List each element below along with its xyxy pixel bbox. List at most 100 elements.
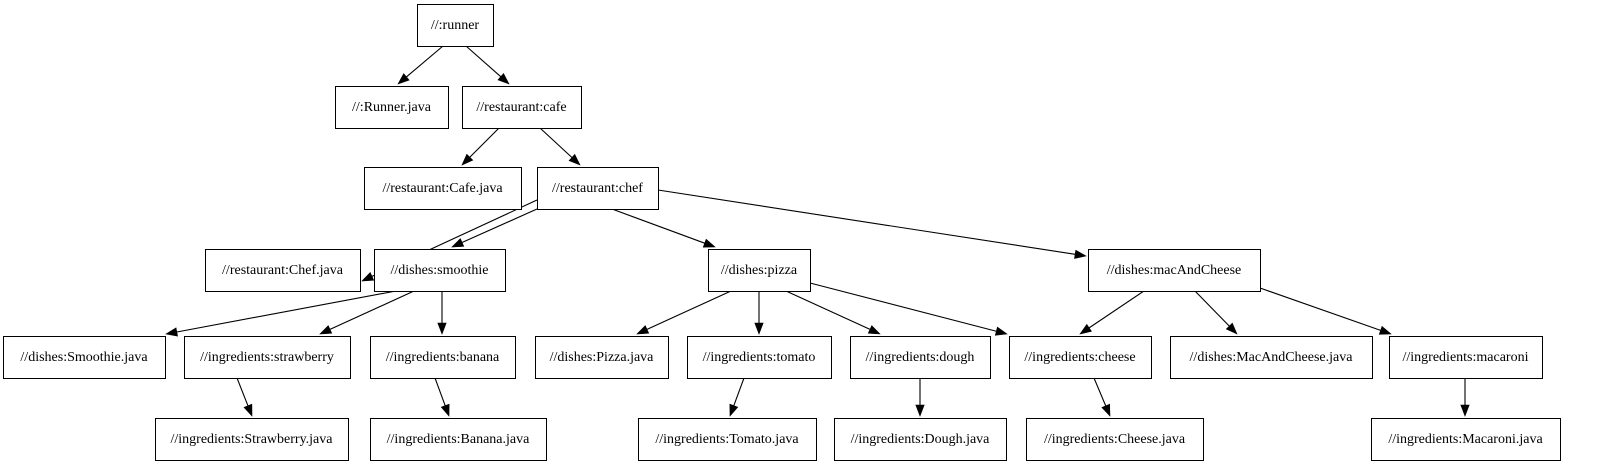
arrowhead-icon (1225, 322, 1238, 335)
node-ing_dough[interactable]: //ingredients:dough (850, 336, 991, 379)
node-cheese_java[interactable]: //ingredients:Cheese.java (1026, 418, 1204, 461)
edge-line (406, 45, 444, 78)
node-dishes_pizza[interactable]: //dishes:pizza (708, 249, 811, 292)
arrowhead-icon (915, 404, 925, 417)
node-label: //ingredients:macaroni (1403, 350, 1529, 365)
node-label: //restaurant:Chef.java (222, 263, 344, 278)
edge-dishes_macandcheese-to-macandcheese_java (1194, 290, 1238, 335)
node-box[interactable] (1389, 336, 1543, 379)
edge-restaurant_chef-to-dishes_pizza (611, 208, 716, 248)
node-box[interactable] (1371, 418, 1561, 461)
node-label: //ingredients:Macaroni.java (1388, 432, 1543, 447)
node-ing_macaroni[interactable]: //ingredients:macaroni (1389, 336, 1543, 379)
node-box[interactable] (1026, 418, 1204, 461)
arrowhead-icon (361, 272, 375, 282)
node-dishes_macandcheese[interactable]: //dishes:macAndCheese (1088, 249, 1261, 292)
node-box[interactable] (205, 249, 361, 292)
edge-runner-to-runner_java (397, 45, 444, 85)
node-ing_banana[interactable]: //ingredients:banana (370, 336, 516, 379)
edge-line (1088, 290, 1145, 329)
node-box[interactable] (370, 336, 516, 379)
edge-restaurant_cafe-to-restaurant_chef (539, 127, 581, 166)
node-box[interactable] (535, 336, 669, 379)
edge-ing_strawberry-to-strawberry_java (236, 377, 253, 417)
node-pizza_java[interactable]: //dishes:Pizza.java (535, 336, 669, 379)
node-label: //dishes:macAndCheese (1107, 263, 1242, 278)
node-macandcheese_java[interactable]: //dishes:MacAndCheese.java (1170, 336, 1373, 379)
node-label: //dishes:Smoothie.java (20, 350, 148, 365)
edge-line (1093, 377, 1107, 407)
arrowhead-icon (451, 238, 465, 248)
node-runner[interactable]: //:runner (417, 4, 494, 47)
node-box[interactable] (335, 86, 449, 129)
edge-line (1259, 287, 1381, 331)
edge-line (657, 189, 1076, 255)
node-box[interactable] (370, 418, 547, 461)
edge-dishes_pizza-to-ing_dough (785, 290, 881, 335)
node-box[interactable] (374, 249, 506, 292)
node-tomato_java[interactable]: //ingredients:Tomato.java (638, 418, 817, 461)
node-ing_cheese[interactable]: //ingredients:cheese (1009, 336, 1152, 379)
node-box[interactable] (1009, 336, 1152, 379)
node-runner_java[interactable]: //:Runner.java (335, 86, 449, 129)
arrowhead-icon (1101, 403, 1111, 417)
node-dough_java[interactable]: //ingredients:Dough.java (834, 418, 1007, 461)
node-restaurant_chef[interactable]: //restaurant:chef (537, 167, 659, 210)
edges-layer (165, 45, 1470, 417)
arrowhead-icon (729, 403, 739, 417)
node-box[interactable] (364, 167, 522, 210)
node-box[interactable] (155, 418, 349, 461)
edge-runner-to-restaurant_cafe (465, 45, 510, 85)
node-banana_java[interactable]: //ingredients:Banana.java (370, 418, 547, 461)
edge-dishes_pizza-to-pizza_java (636, 290, 732, 335)
edge-line (733, 377, 745, 406)
edge-line (1194, 290, 1230, 327)
node-box[interactable] (708, 249, 811, 292)
node-restaurant_cafe[interactable]: //restaurant:cafe (462, 86, 582, 129)
node-label: //ingredients:cheese (1024, 350, 1135, 365)
node-macaroni_java[interactable]: //ingredients:Macaroni.java (1371, 418, 1561, 461)
edge-line (539, 127, 573, 158)
node-label: //dishes:smoothie (391, 263, 489, 278)
node-box[interactable] (850, 336, 991, 379)
node-chef_java[interactable]: //restaurant:Chef.java (205, 249, 361, 292)
arrowhead-icon (497, 73, 510, 85)
node-ing_strawberry[interactable]: //ingredients:strawberry (184, 336, 351, 379)
edge-line (809, 282, 997, 332)
node-box[interactable] (1170, 336, 1373, 379)
arrowhead-icon (437, 322, 447, 335)
node-label: //ingredients:Tomato.java (655, 432, 799, 447)
edge-line (785, 290, 871, 330)
arrowhead-icon (397, 73, 410, 85)
edge-restaurant_cafe-to-cafe_java (461, 127, 500, 166)
node-box[interactable] (687, 336, 832, 379)
arrowhead-icon (165, 327, 178, 337)
node-box[interactable] (3, 336, 166, 379)
node-label: //ingredients:banana (386, 350, 500, 365)
node-strawberry_java[interactable]: //ingredients:Strawberry.java (155, 418, 349, 461)
node-box[interactable] (184, 336, 351, 379)
node-box[interactable] (537, 167, 659, 210)
edge-ing_banana-to-banana_java (434, 377, 450, 417)
arrowhead-icon (568, 153, 581, 166)
edge-dishes_pizza-to-ing_tomato (754, 291, 764, 335)
edge-ing_dough-to-dough_java (915, 378, 925, 417)
edge-ing_cheese-to-cheese_java (1093, 377, 1111, 417)
node-ing_tomato[interactable]: //ingredients:tomato (687, 336, 832, 379)
node-label: //ingredients:Strawberry.java (171, 432, 334, 447)
node-box[interactable] (638, 418, 817, 461)
node-label: //ingredients:Banana.java (387, 432, 530, 447)
arrowhead-icon (440, 403, 450, 417)
arrowhead-icon (243, 403, 253, 417)
node-box[interactable] (834, 418, 1007, 461)
node-cafe_java[interactable]: //restaurant:Cafe.java (364, 167, 522, 210)
edge-dishes_smoothie-to-ing_banana (437, 291, 447, 335)
node-smoothie_java[interactable]: //dishes:Smoothie.java (3, 336, 166, 379)
node-box[interactable] (417, 4, 494, 47)
node-dishes_smoothie[interactable]: //dishes:smoothie (374, 249, 506, 292)
node-box[interactable] (462, 86, 582, 129)
edge-line (236, 377, 249, 406)
edge-line (329, 290, 415, 330)
node-box[interactable] (1088, 249, 1261, 292)
